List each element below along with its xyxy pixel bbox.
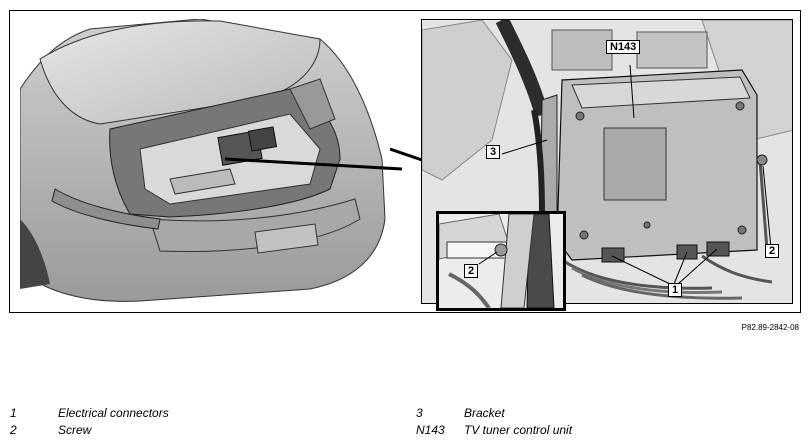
zoom-connector-line [390, 147, 423, 162]
legend-item: N143 TV tuner control unit [416, 423, 572, 440]
callout-2-right: 2 [765, 244, 780, 258]
callout-n143: N143 [606, 40, 641, 54]
callout-2-inset: 2 [464, 264, 479, 278]
legend-number: 1 [10, 406, 17, 420]
callout-1: 1 [668, 283, 683, 297]
legend-description: Bracket [464, 406, 505, 420]
legend-item: 2 Screw [10, 423, 169, 440]
vehicle-trunk-drawing [20, 19, 402, 302]
legend-description: Electrical connectors [58, 406, 169, 420]
legend-number: N143 [416, 423, 445, 437]
figure-frame: N143 3 2 2 1 [9, 10, 801, 313]
legend-number: 3 [416, 406, 423, 420]
callout-3: 3 [486, 145, 501, 159]
legend-right: 3 Bracket N143 TV tuner control unit [416, 406, 572, 440]
vehicle-trunk-illustration [20, 19, 402, 304]
legend-description: Screw [58, 423, 92, 437]
legend-item: 3 Bracket [416, 406, 572, 423]
legend-number: 2 [10, 423, 17, 437]
screw-detail-inset [436, 211, 566, 311]
legend-left: 1 Electrical connectors 2 Screw [10, 406, 169, 440]
legend-description: TV tuner control unit [464, 423, 573, 437]
image-reference: P82.89-2842-08 [741, 323, 799, 332]
screw-detail-drawing [439, 214, 563, 308]
legend-item: 1 Electrical connectors [10, 406, 169, 423]
